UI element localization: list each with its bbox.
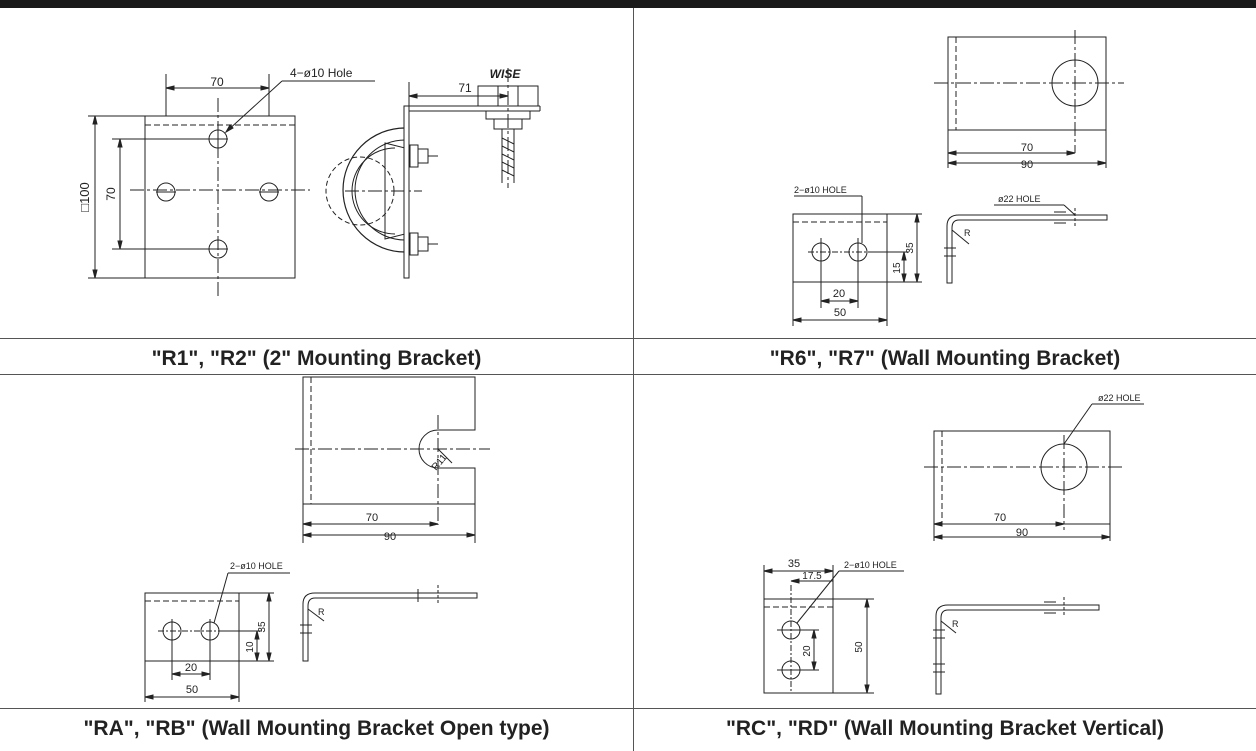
grid-vertical-divider xyxy=(633,8,634,751)
rcrd-bend-label: R xyxy=(952,619,959,629)
r1r2-hole-note: 4−ø10 Hole xyxy=(290,66,353,80)
r1r2-dim-inner: 70 xyxy=(104,187,118,201)
r6r7-dim-90: 90 xyxy=(1021,159,1033,171)
rarb-front-plate xyxy=(144,592,240,662)
grid-divider-2 xyxy=(0,374,1256,375)
r6r7-dim-50: 50 xyxy=(834,307,846,319)
r6r7-dim-70: 70 xyxy=(1021,142,1033,154)
rcrd-top-plate xyxy=(933,430,1111,525)
rarb-top-plate xyxy=(302,376,476,505)
rarb-dim-90: 90 xyxy=(384,531,396,543)
panel-rcrd-drawing: ø22 HOLE 70 90 35 17.5 2−ø10 HOLE 20 50 … xyxy=(634,375,1256,708)
rarb-dim-10: 10 xyxy=(245,641,256,653)
r6r7-dim-15: 15 xyxy=(892,262,903,274)
r1r2-dim-top: 70 xyxy=(210,75,224,89)
drawing-sheet: 70 4−ø10 Hole 71 WISE □100 70 "R1", "R2"… xyxy=(0,8,1256,751)
rarb-drawing: R11 70 90 2−ø10 HOLE 20 50 10 35 R xyxy=(144,376,490,702)
rcrd-dim-20: 20 xyxy=(802,645,813,657)
rarb-dim-70: 70 xyxy=(366,512,378,524)
r1r2-dim-outer: □100 xyxy=(77,182,92,212)
rcrd-dim-50: 50 xyxy=(854,641,865,653)
r1r2-plate xyxy=(144,115,296,279)
panel-r1r2-drawing: 70 4−ø10 Hole 71 WISE □100 70 xyxy=(0,8,633,338)
rcrd-dim-35: 35 xyxy=(788,558,800,570)
r6r7-dim-35: 35 xyxy=(905,242,916,254)
rcrd-l-profile xyxy=(935,604,1100,695)
r1r2-drawing: 70 4−ø10 Hole 71 WISE □100 70 xyxy=(77,66,541,296)
r6r7-hole22-note: ø22 HOLE xyxy=(998,194,1041,204)
caption-r1r2: "R1", "R2" (2" Mounting Bracket) xyxy=(151,347,482,370)
rarb-dim-50: 50 xyxy=(186,684,198,696)
r6r7-bend-label: R xyxy=(964,228,971,238)
caption-rarb: "RA", "RB" (Wall Mounting Bracket Open t… xyxy=(83,717,550,740)
rcrd-hole-note: 2−ø10 HOLE xyxy=(844,560,897,570)
rarb-l-profile xyxy=(302,592,478,662)
panel-rarb-drawing: R11 70 90 2−ø10 HOLE 20 50 10 35 R xyxy=(0,375,633,708)
caption-r6r7: "R6", "R7" (Wall Mounting Bracket) xyxy=(769,347,1121,370)
top-border-bar xyxy=(0,0,1256,8)
caption-rcrd: "RC", "RD" (Wall Mounting Bracket Vertic… xyxy=(725,717,1165,740)
panel-r6r7-drawing: 70 90 2−ø10 HOLE ø22 HOLE 20 50 15 35 R xyxy=(634,8,1256,338)
rarb-hole-note: 2−ø10 HOLE xyxy=(230,561,283,571)
r6r7-drawing: 70 90 2−ø10 HOLE ø22 HOLE 20 50 15 35 R xyxy=(792,30,1124,326)
r6r7-hole-note: 2−ø10 HOLE xyxy=(794,185,847,195)
r6r7-dim-20: 20 xyxy=(833,288,845,300)
rarb-bend-label: R xyxy=(318,607,325,617)
rcrd-dim-175: 17.5 xyxy=(802,571,822,582)
grid-divider-3 xyxy=(0,708,1256,709)
r1r2-brand-logo: WISE xyxy=(490,67,522,81)
rarb-dim-20: 20 xyxy=(185,662,197,674)
grid-divider-1 xyxy=(0,338,1256,339)
r1r2-dim-side: 71 xyxy=(458,81,472,95)
r6r7-l-profile xyxy=(946,214,1108,284)
rarb-dim-35: 35 xyxy=(257,621,268,633)
rcrd-dim-70: 70 xyxy=(994,512,1006,524)
rarb-radius: R11 xyxy=(430,452,450,473)
rcrd-dim-90: 90 xyxy=(1016,527,1028,539)
r6r7-front-plate xyxy=(792,213,888,283)
r1r2-side-plate xyxy=(403,105,410,279)
rcrd-drawing: ø22 HOLE 70 90 35 17.5 2−ø10 HOLE 20 50 … xyxy=(763,393,1144,695)
rcrd-front-plate xyxy=(763,598,834,694)
rcrd-hole22-note: ø22 HOLE xyxy=(1098,393,1141,403)
